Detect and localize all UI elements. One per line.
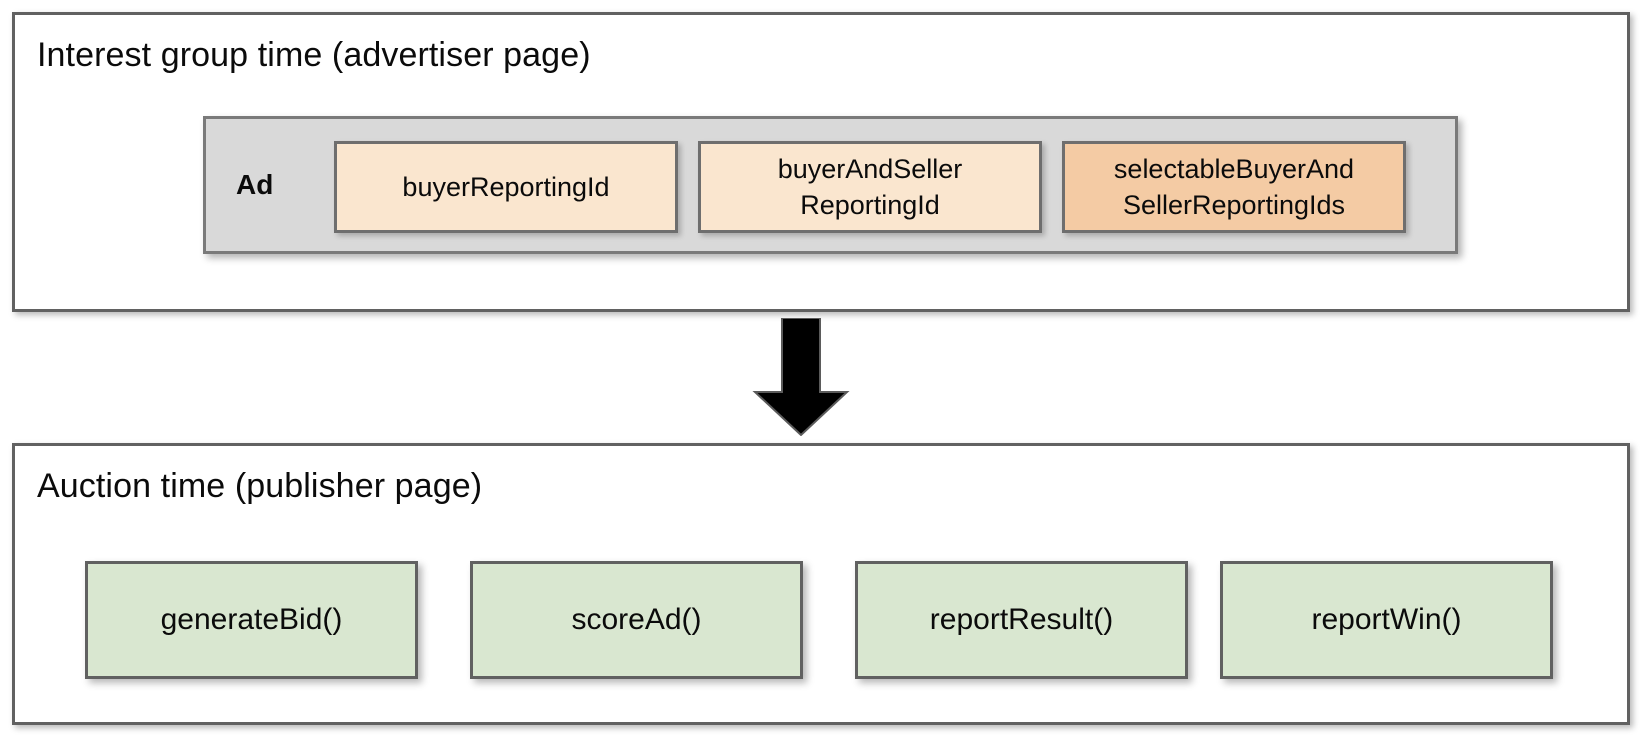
reporting-id-label-line2: ReportingId xyxy=(800,190,940,220)
function-box-label: reportResult() xyxy=(929,603,1114,636)
ad-label: Ad xyxy=(236,169,274,200)
down-arrow-icon xyxy=(752,318,850,436)
reporting-id-box-selectable-buyer-and-seller-reporting-ids[interactable]: selectableBuyerAnd SellerReportingIds xyxy=(1062,141,1406,233)
reporting-id-label-line2: SellerReportingIds xyxy=(1122,190,1346,220)
reporting-id-label: buyerAndSeller ReportingId xyxy=(778,151,963,223)
function-box-score-ad[interactable]: scoreAd() xyxy=(470,561,803,679)
function-box-generate-bid[interactable]: generateBid() xyxy=(85,561,418,679)
publisher-panel-title: Auction time (publisher page) xyxy=(37,467,483,505)
publisher-panel: Auction time (publisher page) generateBi… xyxy=(12,443,1630,725)
function-box-report-result[interactable]: reportResult() xyxy=(855,561,1188,679)
function-box-report-win[interactable]: reportWin() xyxy=(1220,561,1553,679)
function-box-label: scoreAd() xyxy=(571,603,702,636)
ad-container: Ad buyerReportingId buyerAndSeller Repor… xyxy=(203,116,1458,254)
reporting-id-box-buyer-and-seller-reporting-id[interactable]: buyerAndSeller ReportingId xyxy=(698,141,1042,233)
reporting-id-label: buyerReportingId xyxy=(402,172,610,202)
advertiser-panel-title: Interest group time (advertiser page) xyxy=(37,36,591,74)
reporting-id-label-line1: buyerAndSeller xyxy=(777,154,963,184)
function-box-label: generateBid() xyxy=(160,603,343,636)
advertiser-panel: Interest group time (advertiser page) Ad… xyxy=(12,12,1630,312)
reporting-id-box-buyer-reporting-id[interactable]: buyerReportingId xyxy=(334,141,678,233)
reporting-id-label: selectableBuyerAnd SellerReportingIds xyxy=(1114,151,1354,223)
function-box-label: reportWin() xyxy=(1311,603,1462,636)
reporting-id-label-line1: selectableBuyerAnd xyxy=(1113,154,1355,184)
